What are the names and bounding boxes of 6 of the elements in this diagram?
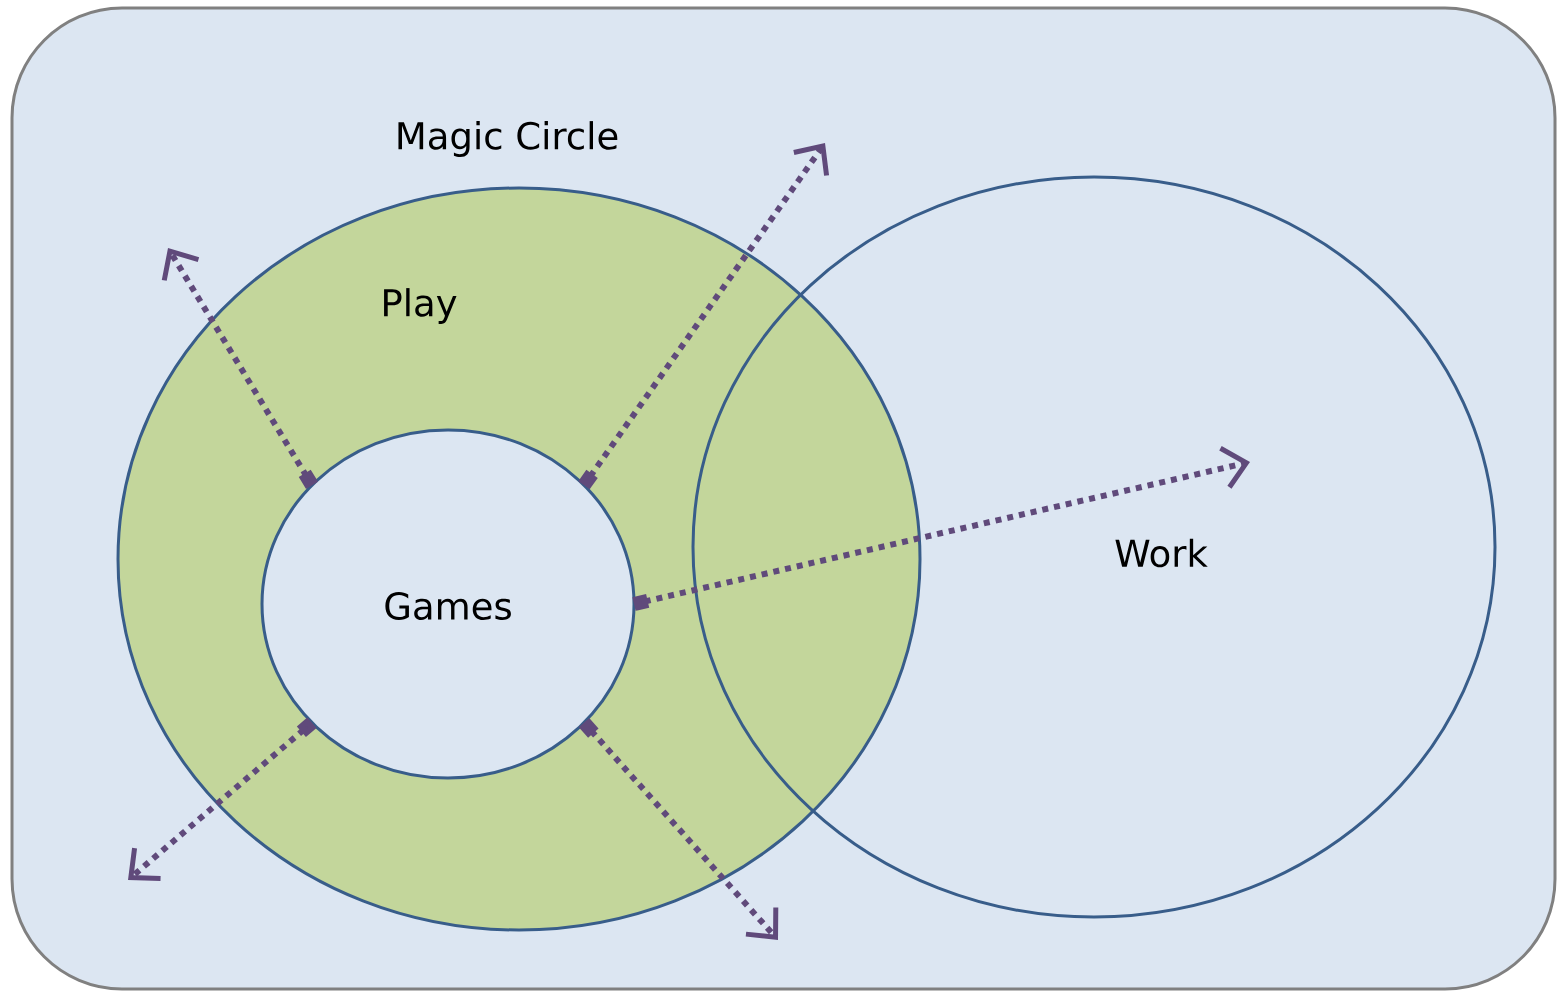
label: Work [1115,538,1208,568]
label: Games [385,592,511,620]
label: Play [384,288,457,324]
label: Magic Circle [398,121,618,157]
circle [260,428,636,780]
ellipse [691,175,1497,919]
